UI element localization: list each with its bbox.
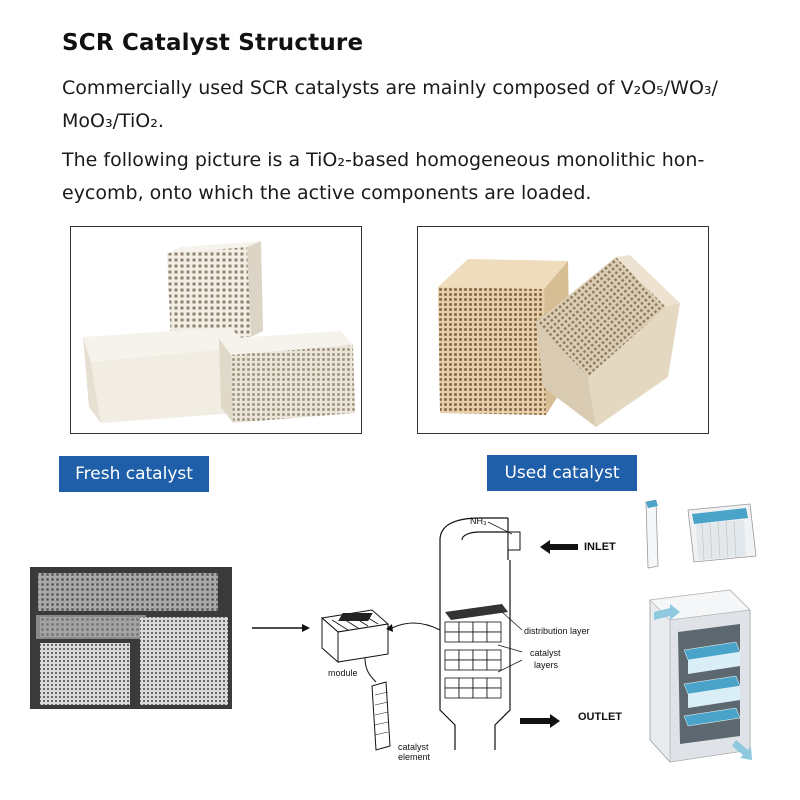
used-honeycomb-illustration xyxy=(438,255,680,427)
used-catalyst-photo xyxy=(417,226,709,434)
used-catalyst-label: Used catalyst xyxy=(487,455,637,491)
composition-line-1: Commercially used SCR catalysts are main… xyxy=(62,77,718,99)
catalyst-element-label-1: catalyst xyxy=(398,742,429,752)
reactor-3d-graphic xyxy=(645,499,757,763)
composition-paragraph: Commercially used SCR catalysts are main… xyxy=(62,72,752,138)
catalyst-layers-label-2: layers xyxy=(534,660,559,670)
reactor-3d-illustration xyxy=(640,499,760,770)
micrograph-illustration xyxy=(30,567,232,709)
catalyst-layers-label-1: catalyst xyxy=(530,648,561,658)
fresh-honeycomb-illustration xyxy=(83,241,355,423)
page-title: SCR Catalyst Structure xyxy=(62,30,364,56)
inlet-label: INLET xyxy=(584,541,616,553)
distribution-layer-label: distribution layer xyxy=(524,626,590,636)
module-label: module xyxy=(328,668,358,678)
description-line-2: eycomb, onto which the active components… xyxy=(62,182,592,204)
description-line-1: The following picture is a TiO₂-based ho… xyxy=(62,149,705,171)
catalyst-micrograph xyxy=(30,567,232,709)
catalyst-element-label-2: element xyxy=(398,752,431,762)
description-paragraph: The following picture is a TiO₂-based ho… xyxy=(62,144,752,210)
scr-reactor-diagram: NH₃ INLET distribution layer catalyst la… xyxy=(240,500,640,770)
nh3-label: NH₃ xyxy=(470,516,487,526)
composition-line-2: MoO₃/TiO₂. xyxy=(62,110,164,132)
fresh-catalyst-label: Fresh catalyst xyxy=(59,456,209,492)
outlet-label: OUTLET xyxy=(578,711,622,723)
reactor-schematic xyxy=(252,517,578,751)
fresh-catalyst-photo xyxy=(70,226,362,434)
